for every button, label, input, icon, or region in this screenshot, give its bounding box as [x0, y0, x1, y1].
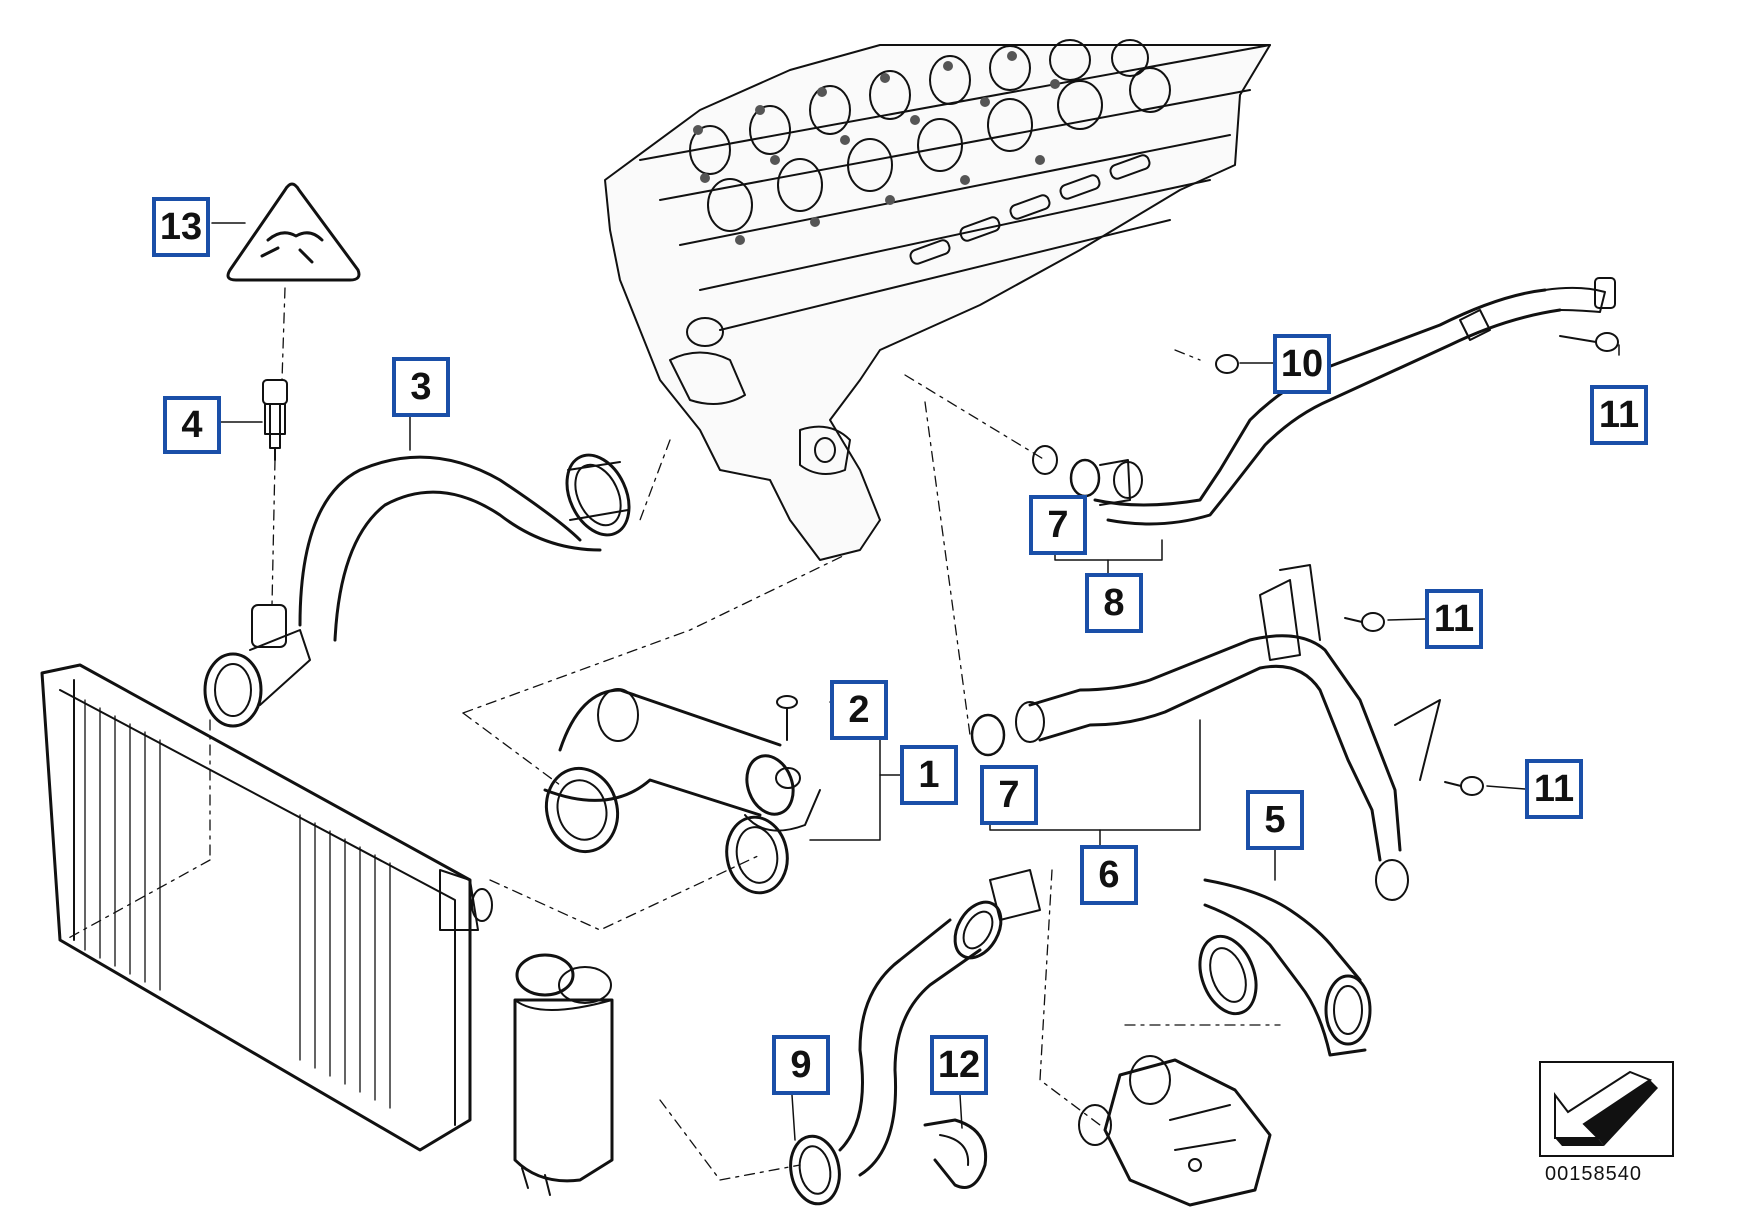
radiator	[40, 663, 493, 1152]
expansion-tank	[513, 953, 614, 1196]
coolant-pipe-8	[1032, 277, 1619, 526]
callout-5: 5	[1246, 790, 1304, 850]
water-pump	[1078, 1055, 1272, 1207]
callout-11-middle: 11	[1425, 589, 1483, 649]
temperature-sensor	[262, 379, 288, 461]
hose-5	[1198, 878, 1372, 1057]
hose-9	[789, 869, 1041, 1206]
callout-9: 9	[772, 1035, 830, 1095]
reference-number: 00158540	[1545, 1163, 1642, 1185]
callout-1: 1	[900, 745, 958, 805]
callout-13: 13	[152, 197, 210, 257]
upper-radiator-hose	[203, 453, 631, 728]
callout-11-lower: 11	[1525, 759, 1583, 819]
callout-4: 4	[163, 396, 221, 454]
hot-coolant-warning-icon	[226, 182, 361, 282]
callout-12: 12	[930, 1035, 988, 1095]
callout-7-top: 7	[1029, 495, 1087, 555]
callout-8: 8	[1085, 573, 1143, 633]
engine-block	[604, 39, 1271, 561]
callout-11-top: 11	[1590, 385, 1648, 445]
hose-clip-12	[923, 1118, 988, 1189]
callout-3: 3	[392, 357, 450, 417]
callout-10: 10	[1273, 334, 1331, 394]
coolant-pipe-6	[970, 564, 1484, 901]
callout-7-lower: 7	[980, 765, 1038, 825]
callout-2: 2	[830, 680, 888, 740]
hose-1	[543, 688, 821, 895]
callout-6: 6	[1080, 845, 1138, 905]
